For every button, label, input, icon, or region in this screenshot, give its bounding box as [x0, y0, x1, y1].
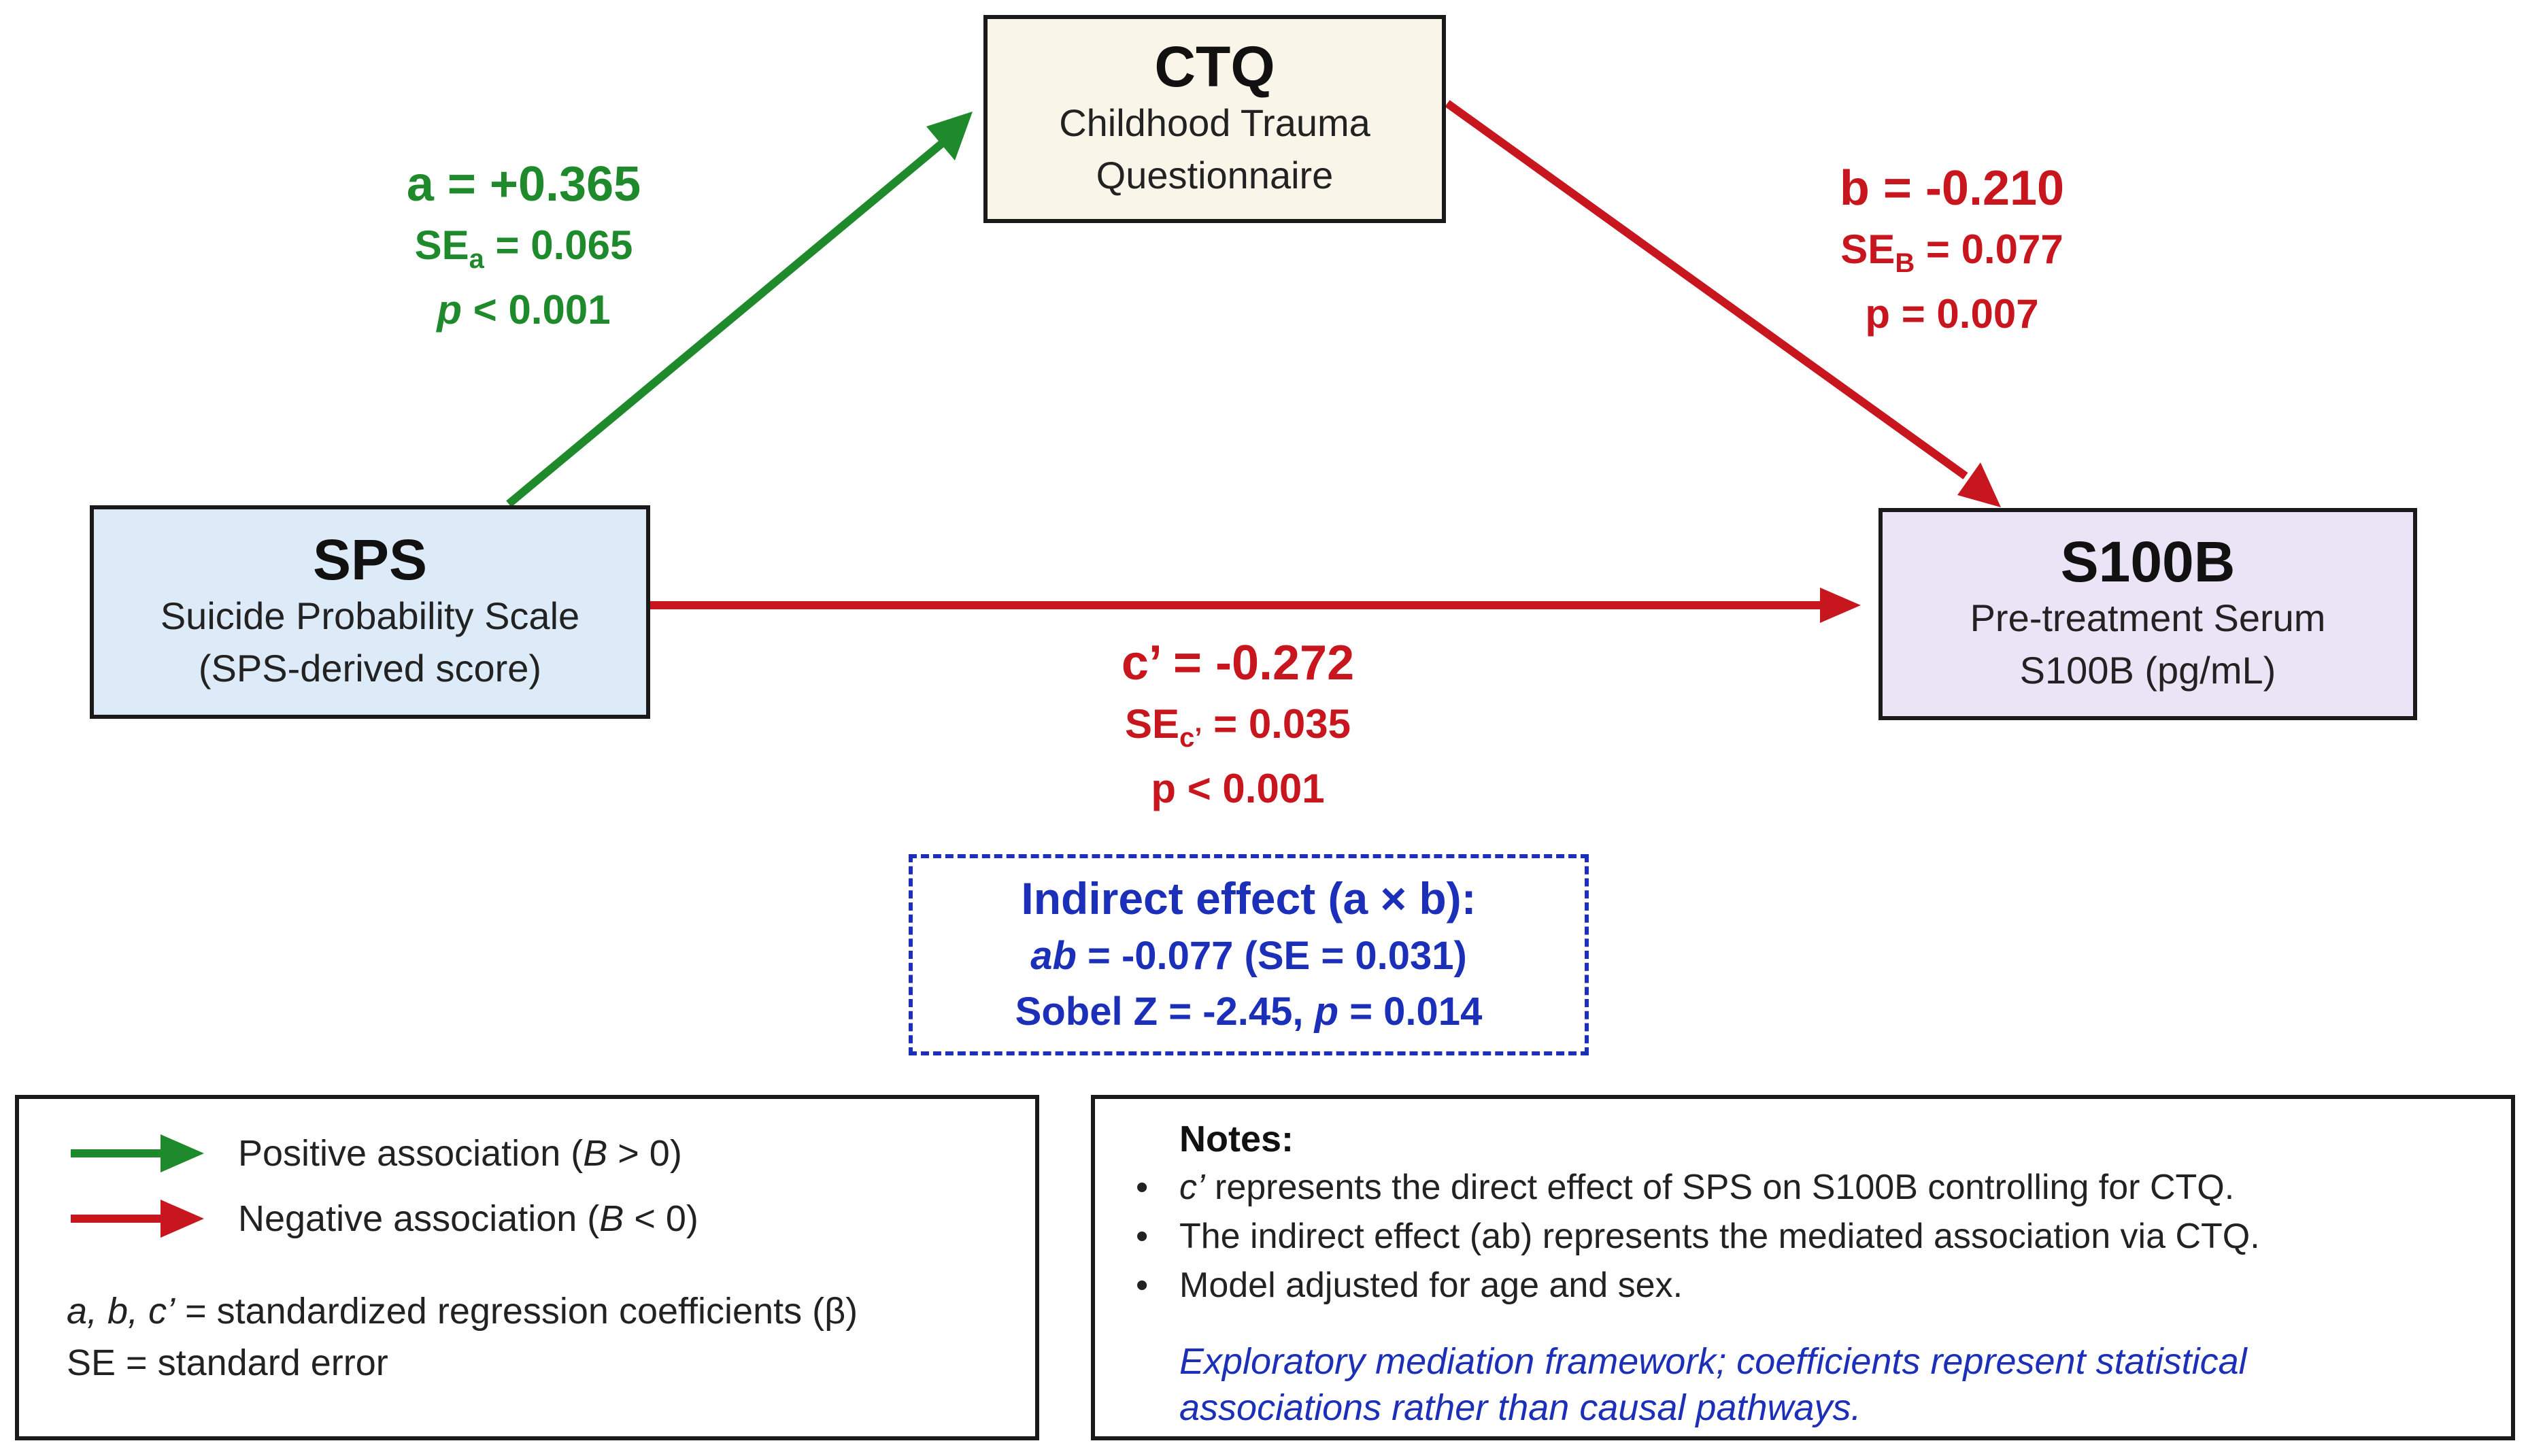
indirect-effect-title: Indirect effect (a × b):: [1021, 873, 1477, 924]
path-c-prime-coefficient: c’ = -0.272: [1121, 636, 1355, 690]
path-b-se: SEB = 0.077: [1840, 226, 2063, 278]
path-a-arrowhead: [926, 112, 973, 160]
legend-positive-label: Positive association (B > 0): [238, 1133, 682, 1174]
ctq-abbr: CTQ: [1154, 34, 1275, 99]
notes-heading: Notes:: [1179, 1119, 1294, 1159]
coefficient-definition: a, b, c’ = standardized regression coeff…: [67, 1291, 858, 1332]
indirect-effect-ab: ab = -0.077 (SE = 0.031): [1030, 933, 1467, 978]
notes-disclaimer-line-1: Exploratory mediation framework; coeffic…: [1179, 1341, 2247, 1382]
notes-item: c’ represents the direct effect of SPS o…: [1136, 1163, 2511, 1212]
legend-negative-row: Negative association (B < 0): [19, 1191, 1035, 1246]
notes-item: Model adjusted for age and sex.: [1136, 1261, 2511, 1310]
indirect-effect-box: Indirect effect (a × b): ab = -0.077 (SE…: [909, 854, 1589, 1055]
path-b-arrowhead: [1957, 462, 2001, 507]
path-a-p-value: p < 0.001: [437, 287, 611, 333]
notes-item: The indirect effect (ab) represents the …: [1136, 1212, 2511, 1261]
sps-name-line-2: (SPS-derived score): [198, 647, 542, 690]
notes-box: Notes: c’ represents the direct effect o…: [1091, 1095, 2515, 1440]
path-b-coefficient: b = -0.210: [1839, 161, 2065, 216]
indirect-effect-sobel: Sobel Z = -2.45, p = 0.014: [1015, 989, 1483, 1034]
path-a-se: SEa = 0.065: [414, 222, 633, 274]
red-arrow-icon: [71, 1200, 204, 1238]
path-a-coefficient: a = +0.365: [406, 157, 641, 211]
ctq-node: CTQ Childhood Trauma Questionnaire: [983, 15, 1446, 223]
sps-abbr: SPS: [312, 527, 428, 592]
path-b-p-value: p = 0.007: [1865, 291, 2039, 337]
green-arrow-icon: [71, 1134, 204, 1172]
path-c-prime-se: SEc’ = 0.035: [1125, 701, 1351, 753]
sps-name-line-1: Suicide Probability Scale: [160, 594, 580, 637]
sps-node: SPS Suicide Probability Scale (SPS-deriv…: [90, 505, 650, 719]
path-c-prime-stats: c’ = -0.272 SEc’ = 0.035 p < 0.001: [1054, 632, 1421, 819]
notes-disclaimer-line-2: associations rather than causal pathways…: [1179, 1387, 1861, 1428]
s100b-name-line-2: S100B (pg/mL): [2019, 649, 2276, 692]
path-c-prime-arrowhead: [1820, 588, 1861, 623]
path-c-prime-p-value: p < 0.001: [1151, 766, 1325, 811]
se-definition: SE = standard error: [67, 1342, 388, 1383]
path-a-stats: a = +0.365 SEa = 0.065 p < 0.001: [354, 154, 694, 341]
legend-negative-label: Negative association (B < 0): [238, 1198, 698, 1239]
s100b-abbr: S100B: [2060, 529, 2236, 594]
ctq-name-line-2: Questionnaire: [1096, 154, 1334, 197]
legend-box: Positive association (B > 0) Negative as…: [15, 1095, 1039, 1440]
notes-list: c’ represents the direct effect of SPS o…: [1136, 1163, 2511, 1310]
legend-positive-row: Positive association (B > 0): [19, 1126, 1035, 1181]
s100b-node: S100B Pre-treatment Serum S100B (pg/mL): [1878, 508, 2417, 720]
s100b-name-line-1: Pre-treatment Serum: [1970, 596, 2326, 639]
ctq-name-line-1: Childhood Trauma: [1059, 101, 1370, 144]
path-a-arrow-line: [506, 139, 945, 507]
path-b-stats: b = -0.210 SEB = 0.077 p = 0.007: [1782, 158, 2122, 345]
notes-disclaimer: Exploratory mediation framework; coeffic…: [1179, 1338, 2511, 1431]
path-b-arrow-line: [1445, 100, 1968, 479]
